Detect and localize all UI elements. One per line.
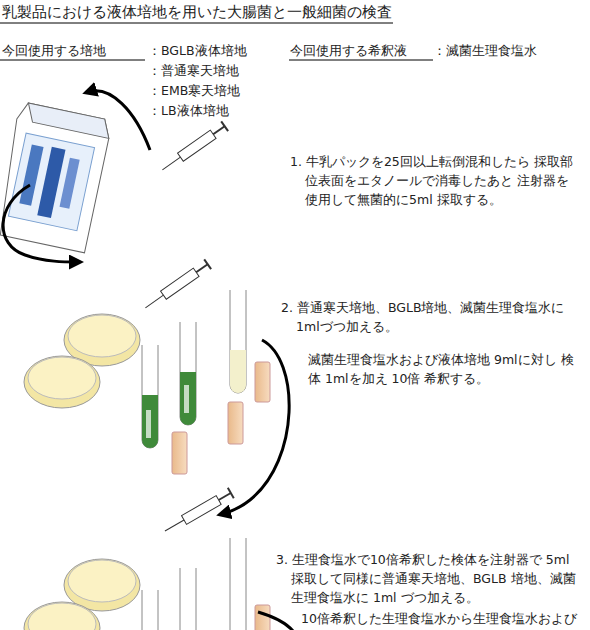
transfer-arrow [258, 612, 298, 630]
heading-underline [0, 60, 145, 61]
medium-item: ：LB液体培地 [148, 101, 229, 120]
medium-item: ：BGLB液体培地 [148, 41, 247, 60]
medium-item: ：普通寒天培地 [148, 61, 239, 80]
page-title: 乳製品における液体培地を用いた大腸菌と一般細菌の検査 [2, 2, 392, 22]
test-tube [142, 290, 270, 474]
syringe [162, 488, 234, 536]
step-text: 2. 普通寒天培地、BGLB培地、滅菌生理食塩水に1mlづつ加える。 [281, 298, 586, 336]
note-text: 滅菌生理食塩水および液体培地 9mlに対し 検体 1mlを加え 10倍 希釈する… [308, 350, 578, 388]
heading-underline [289, 60, 433, 61]
test-tube [142, 538, 270, 630]
step-text: 10倍希釈した生理食塩水から生理食塩水および [301, 609, 586, 628]
invert-arrow [88, 91, 150, 150]
medium-item: ：EMB寒天培地 [148, 81, 240, 100]
heading: 今回使用する培地 [2, 41, 106, 60]
step-text: 1. 牛乳パックを25回以上転倒混和したら 採取部位表面をエタノールで消毒したあ… [290, 152, 580, 209]
invert-arrow [3, 185, 78, 262]
step-text: 3. 生理食塩水で10倍希釈した検体を注射器で 5ml 採取して同様に普通寒天培… [276, 550, 586, 607]
diluent-item: ：滅菌生理食塩水 [433, 41, 537, 60]
transfer-arrow [222, 340, 289, 514]
petri-dish [24, 559, 140, 630]
title-underline [0, 23, 393, 24]
petri-dish [24, 314, 140, 408]
syringe [159, 121, 228, 174]
milk-carton [0, 101, 113, 253]
syringe [142, 259, 211, 312]
heading: 今回使用する希釈液 [290, 41, 407, 60]
